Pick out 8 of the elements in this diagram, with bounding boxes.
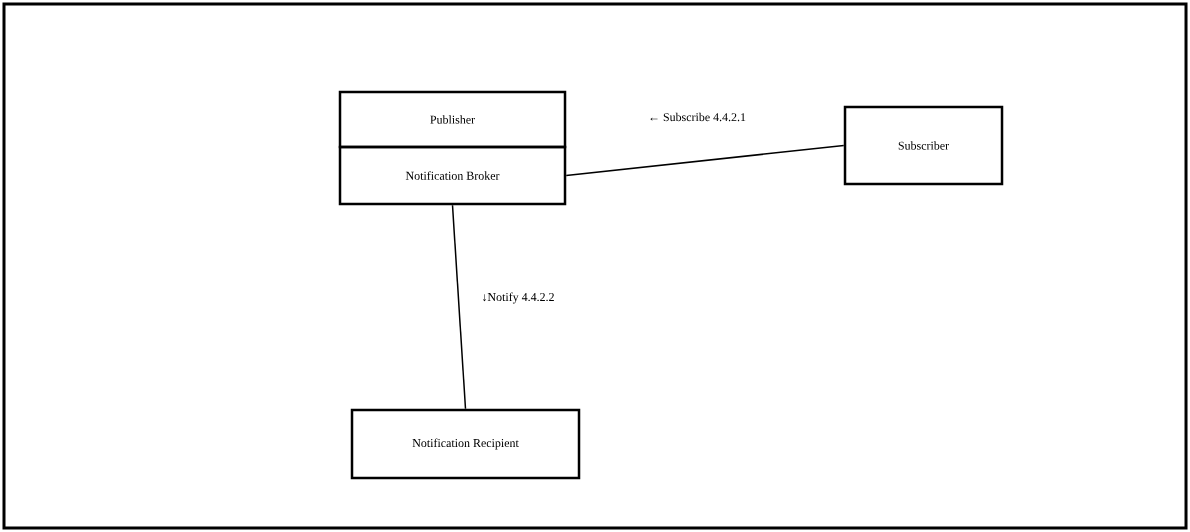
process-box: Notification Recipient bbox=[350, 408, 581, 480]
process-box: Publisher bbox=[338, 90, 567, 149]
connector-line bbox=[451, 204, 467, 410]
connector-line bbox=[565, 144, 845, 177]
process-box: Subscriber bbox=[843, 105, 1004, 186]
edge-label: ← Subscribe 4.4.2.1 bbox=[650, 112, 746, 122]
process-box: Notification Broker bbox=[338, 145, 567, 206]
edge-label: ↓Notify 4.4.2.2 bbox=[483, 292, 554, 304]
